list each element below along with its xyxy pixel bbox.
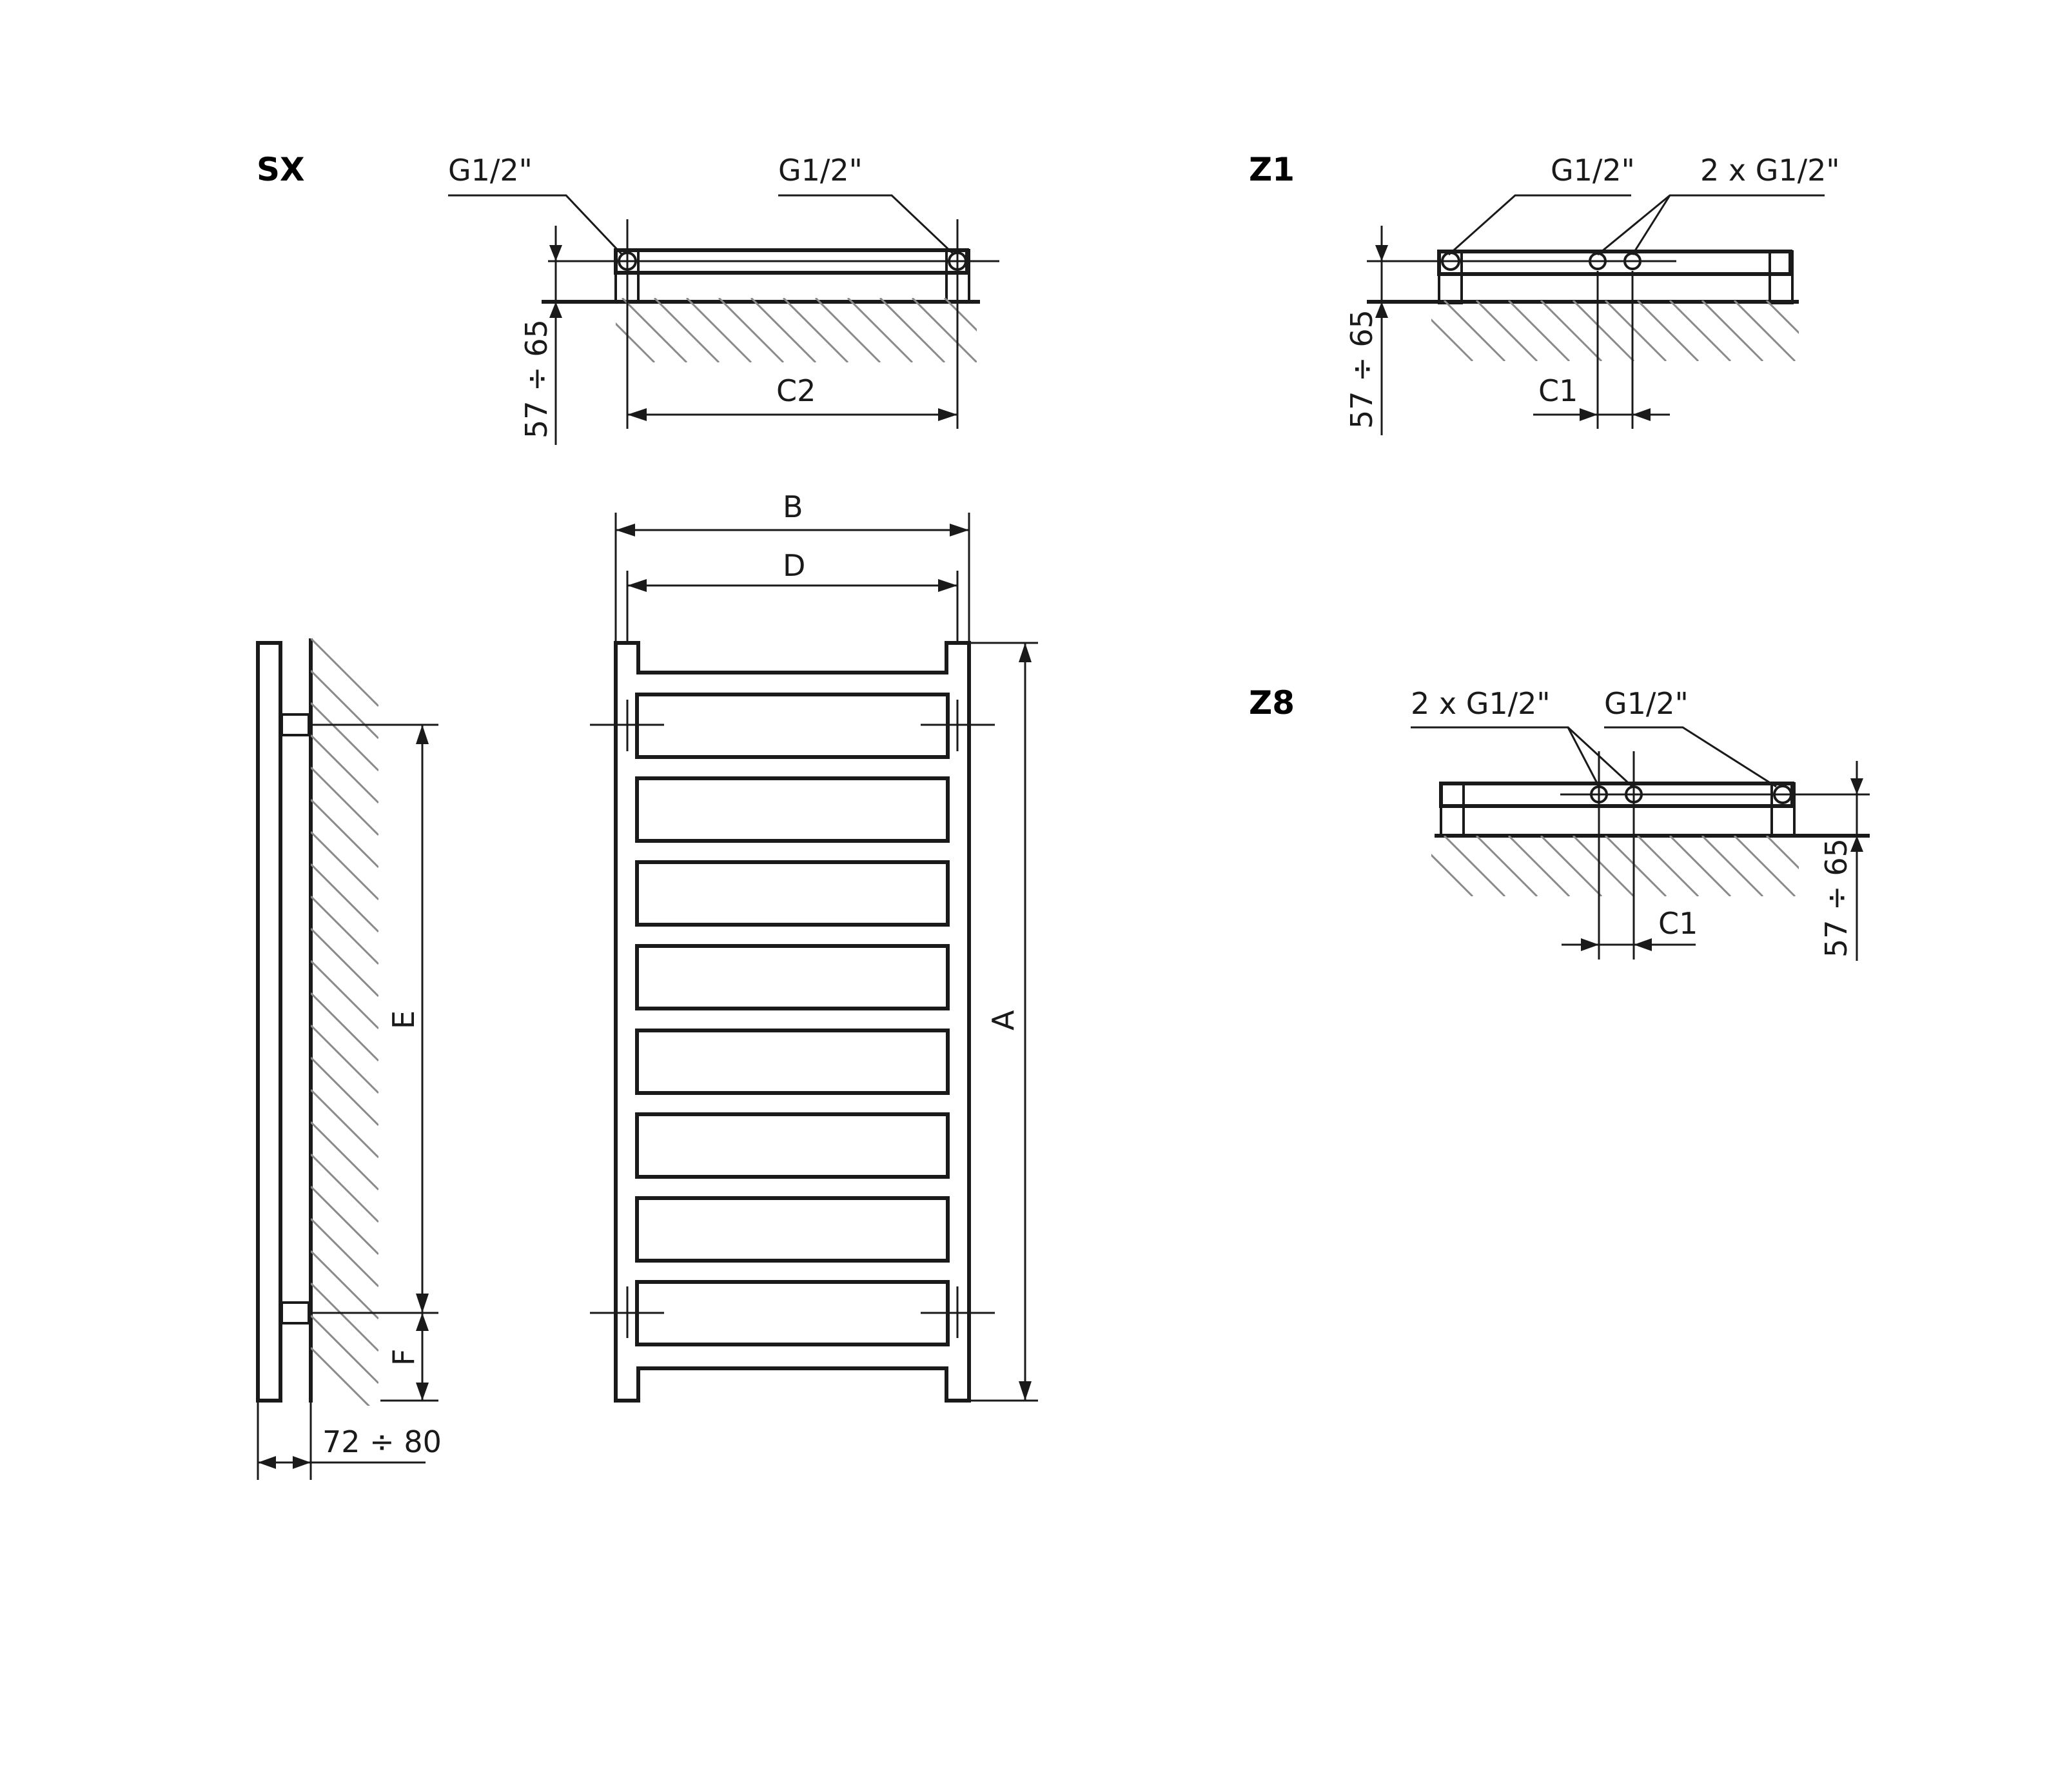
z1-leader-double-b xyxy=(1631,195,1671,255)
front-rung xyxy=(635,1029,950,1095)
sx-wall-hatch xyxy=(616,298,977,362)
z8-view: Z8 2 x G1/2" G1/2" xyxy=(1249,684,1870,961)
z1-connection-b xyxy=(1623,252,1642,270)
z1-label-single: G1/2" xyxy=(1551,153,1635,188)
sx-dim-c2: C2 xyxy=(776,373,816,408)
sx-dim-height: 57 ÷ 65 xyxy=(519,319,554,438)
side-connection-top xyxy=(280,713,310,736)
z8-title: Z8 xyxy=(1249,684,1295,722)
front-rung xyxy=(635,1112,950,1179)
front-rung xyxy=(635,1196,950,1263)
z8-wall-hatch xyxy=(1431,836,1799,896)
sx-leader-left xyxy=(448,194,623,256)
z1-view: Z1 G1/2" 2 x G1/2" xyxy=(1249,151,1840,435)
front-rung xyxy=(635,693,950,759)
z1-radiator-bar xyxy=(1437,250,1792,276)
front-rungs xyxy=(635,693,950,1346)
z8-dim-c1: C1 xyxy=(1658,906,1698,941)
sx-label-right: G1/2" xyxy=(778,153,863,188)
z1-dim-c1: C1 xyxy=(1538,373,1578,408)
front-view: B D A xyxy=(590,489,1038,1403)
sx-view: SX G1/2" G1/2" xyxy=(257,151,999,445)
z1-connection-left xyxy=(1441,251,1460,271)
z1-connection-a xyxy=(1589,252,1607,270)
sx-leader-right xyxy=(778,194,956,256)
front-rung xyxy=(635,1280,950,1346)
z8-connection-right xyxy=(1773,785,1792,804)
z1-wall-hatch xyxy=(1431,300,1799,361)
z1-leader-double-a xyxy=(1597,194,1825,256)
z8-label-double: 2 x G1/2" xyxy=(1411,686,1551,721)
front-rung xyxy=(635,776,950,843)
side-dim-e: E xyxy=(386,1010,421,1029)
z8-dim-height: 57 ÷ 65 xyxy=(1819,838,1854,958)
z1-label-double: 2 x G1/2" xyxy=(1700,153,1840,188)
side-dim-f: F xyxy=(386,1349,421,1366)
side-view: E F 72 ÷ 80 xyxy=(256,638,442,1480)
side-connection-bottom xyxy=(280,1301,310,1324)
z8-leader-single xyxy=(1604,726,1777,788)
front-dim-a: A xyxy=(986,1010,1021,1030)
z8-bracket-left xyxy=(1440,782,1465,836)
front-rung xyxy=(635,944,950,1010)
side-radiator-profile xyxy=(256,641,282,1403)
sx-label-left: G1/2" xyxy=(448,153,533,188)
side-dim-depth: 72 ÷ 80 xyxy=(322,1424,442,1459)
z8-leader-double-a xyxy=(1411,726,1600,787)
sx-title: SX xyxy=(257,151,305,188)
front-dim-b: B xyxy=(783,489,803,524)
z1-leader-single xyxy=(1448,194,1631,256)
front-rung xyxy=(635,860,950,927)
z8-leader-double-b xyxy=(1567,726,1634,788)
front-dim-d: D xyxy=(783,548,805,583)
z1-dim-height: 57 ÷ 65 xyxy=(1344,310,1379,429)
side-wall-hatch xyxy=(311,638,378,1406)
z1-title: Z1 xyxy=(1249,151,1295,188)
z8-label-single: G1/2" xyxy=(1604,686,1689,721)
